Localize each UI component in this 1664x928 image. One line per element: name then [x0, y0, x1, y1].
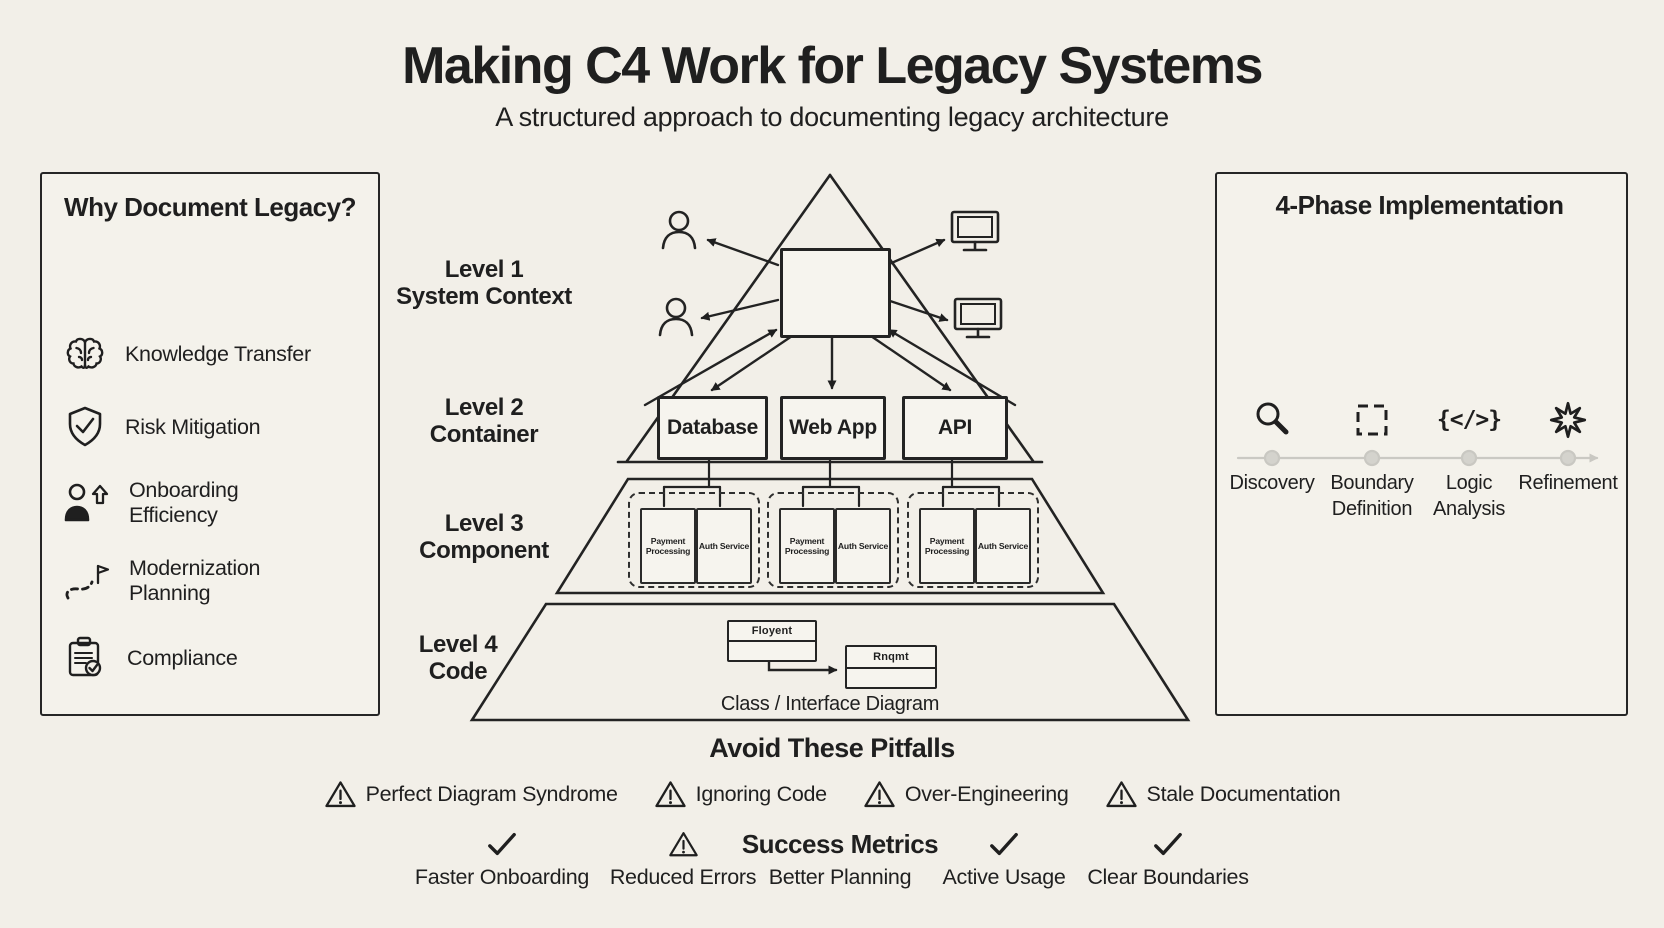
- phase-label: Refinement: [1518, 472, 1618, 494]
- pitfall-item: Stale Documentation: [1105, 779, 1341, 809]
- pitfall-item: Perfect Diagram Syndrome: [324, 779, 618, 809]
- shield-check-icon: [68, 406, 102, 447]
- warning-icon: [324, 781, 356, 808]
- pitfall-label: Perfect Diagram Syndrome: [365, 781, 618, 806]
- benefit-label: Modernization Planning: [129, 556, 261, 605]
- page-subtitle: A structured approach to documenting leg…: [495, 102, 1169, 132]
- pitfall-label: Stale Documentation: [1146, 781, 1341, 806]
- check-icon: [990, 832, 1018, 856]
- benefit-risk-mitigation: Risk Mitigation: [62, 404, 321, 450]
- component-connectors: [662, 453, 1001, 508]
- check-icon: [488, 832, 516, 856]
- context-arrows: [643, 238, 1017, 407]
- component-box: Payment Processing: [779, 508, 835, 584]
- container-box-api: API: [902, 396, 1008, 460]
- benefit-label: Knowledge Transfer: [125, 341, 311, 366]
- metric-label: Clear Boundaries: [1087, 865, 1249, 889]
- container-box-webapp: Web App: [780, 396, 886, 460]
- level3-trapezoid: [554, 477, 1106, 595]
- uml-class-box: Floyent: [727, 620, 817, 662]
- implementation-title: 4-Phase Implementation: [1275, 190, 1564, 220]
- benefit-label: Compliance: [127, 645, 238, 670]
- component-group: Payment Processing Auth Service: [907, 492, 1039, 588]
- warning-icon: [864, 781, 895, 808]
- component-box: Auth Service: [696, 508, 752, 584]
- warning-icon: [1105, 781, 1137, 808]
- component-group: Payment Processing Auth Service: [628, 492, 760, 588]
- uml-class-name: Floyent: [729, 622, 815, 642]
- route-flag-icon: [65, 564, 110, 600]
- metric-label: Active Usage: [942, 865, 1066, 889]
- container-box-database: Database: [657, 396, 768, 460]
- metric-better-planning: Success Metrics Better Planning: [720, 826, 960, 890]
- code-caption: Class / Interface Diagram: [720, 693, 940, 715]
- why-document-title: Why Document Legacy?: [64, 192, 356, 222]
- pitfalls-row: Perfect Diagram Syndrome Ignoring Code O…: [0, 779, 1664, 809]
- phase-label: Discovery: [1229, 472, 1315, 494]
- component-box: Payment Processing: [919, 508, 975, 584]
- warning-icon: [668, 832, 698, 857]
- monitor-icon: [953, 297, 1003, 339]
- uml-relation-arrow: [767, 656, 838, 675]
- uml-class-name: Rnqmt: [847, 647, 935, 669]
- magnifier-icon: [1256, 402, 1289, 435]
- starburst-icon: [1549, 401, 1587, 439]
- implementation-panel: [1215, 172, 1628, 716]
- system-context-box: [780, 248, 891, 338]
- pitfall-label: Ignoring Code: [695, 781, 827, 806]
- success-metrics-title: Success Metrics: [741, 828, 939, 859]
- benefit-modernization-planning: Modernization Planning: [62, 556, 325, 606]
- why-document-panel: Why Document Legacy? Knowledge Transfer …: [40, 172, 380, 716]
- level4-trapezoid: [469, 602, 1191, 722]
- phase-logic-analysis: {</>} Logic Analysis: [1411, 396, 1527, 522]
- metric-label: Better Planning: [768, 865, 912, 889]
- benefit-compliance: Compliance: [62, 634, 323, 682]
- component-box: Auth Service: [835, 508, 891, 584]
- phase-label: Boundary Definition: [1330, 472, 1414, 520]
- brain-icon: [66, 337, 104, 369]
- metric-clear-boundaries: Clear Boundaries: [1048, 826, 1288, 890]
- pitfall-item: Over-Engineering: [863, 779, 1069, 809]
- benefit-label: Risk Mitigation: [125, 414, 261, 439]
- check-icon: [1154, 832, 1182, 856]
- phase-discovery: Discovery: [1214, 396, 1330, 496]
- phase-refinement: Refinement: [1510, 396, 1626, 496]
- boundary-marquee-icon: [1356, 404, 1388, 436]
- clipboard-check-icon: [68, 636, 102, 677]
- benefit-label: Onboarding Efficiency: [129, 478, 239, 527]
- phase-boundary-definition: Boundary Definition: [1314, 396, 1430, 522]
- metric-label: Faster Onboarding: [414, 865, 590, 889]
- metric-faster-onboarding: Faster Onboarding: [382, 826, 622, 890]
- component-box: Auth Service: [975, 508, 1031, 584]
- metric-reduced-errors: Reduced Errors: [563, 826, 803, 890]
- person-icon: [661, 210, 697, 250]
- pitfall-item: Ignoring Code: [654, 779, 827, 809]
- metric-label: Reduced Errors: [609, 865, 757, 889]
- pitfalls-title: Avoid These Pitfalls: [709, 733, 955, 763]
- uml-class-box: Rnqmt: [845, 645, 937, 689]
- warning-icon: [654, 781, 686, 808]
- benefit-onboarding-efficiency: Onboarding Efficiency: [62, 478, 325, 528]
- benefit-knowledge-transfer: Knowledge Transfer: [62, 331, 321, 377]
- component-group: Payment Processing Auth Service: [767, 492, 899, 588]
- monitor-icon: [950, 210, 1000, 252]
- pitfall-label: Over-Engineering: [904, 781, 1069, 806]
- code-braces-icon: {</>}: [1436, 407, 1502, 433]
- component-box: Payment Processing: [640, 508, 696, 584]
- phase-label: Logic Analysis: [1432, 472, 1506, 520]
- person-icon: [658, 297, 694, 337]
- onboarding-person-icon: [64, 483, 109, 522]
- metric-active-usage: Active Usage: [884, 826, 1124, 890]
- page-title: Making C4 Work for Legacy Systems: [402, 37, 1263, 95]
